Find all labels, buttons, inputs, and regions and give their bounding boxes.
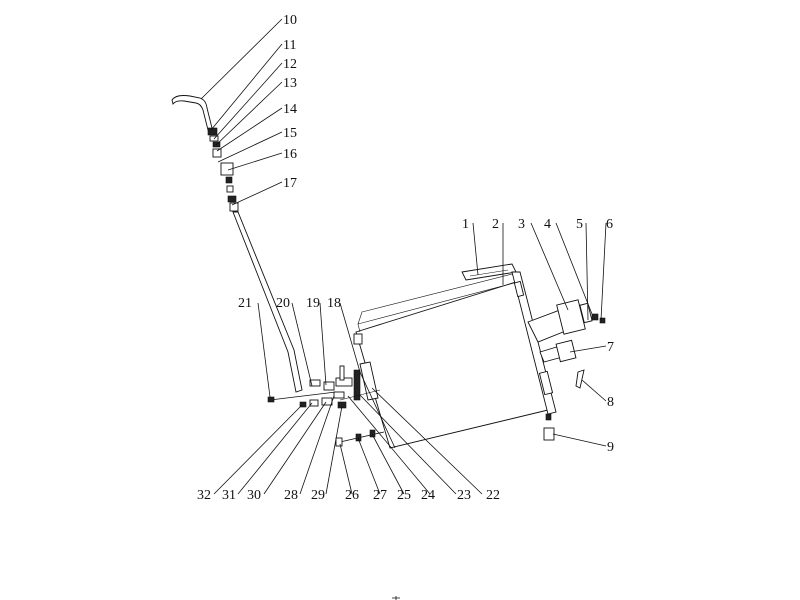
main-tank-body (353, 263, 557, 449)
lower-fittings (267, 365, 385, 447)
handle-rod-assembly (171, 95, 303, 393)
callout-21: 21 (238, 296, 252, 311)
callout-8: 8 (607, 395, 614, 410)
callout-13: 13 (283, 76, 297, 91)
callout-3: 3 (518, 217, 525, 232)
callout-31: 31 (222, 488, 236, 503)
callout-28: 28 (284, 488, 298, 503)
callout-5: 5 (576, 217, 583, 232)
callout-7: 7 (607, 340, 614, 355)
callout-20: 20 (276, 296, 290, 311)
callout-19: 19 (306, 296, 320, 311)
callout-15: 15 (283, 126, 297, 141)
motor-assembly (527, 299, 606, 441)
callout-27: 27 (373, 488, 387, 503)
callout-17: 17 (283, 176, 297, 191)
callout-labels: 10 11 12 13 14 15 16 17 1 2 3 4 5 6 7 8 … (197, 13, 614, 503)
callout-30: 30 (247, 488, 261, 503)
callout-22: 22 (486, 488, 500, 503)
callout-23: 23 (457, 488, 471, 503)
callout-25: 25 (397, 488, 411, 503)
callout-18: 18 (327, 296, 341, 311)
callout-16: 16 (283, 147, 297, 162)
callout-4: 4 (544, 217, 551, 232)
callout-9: 9 (607, 440, 614, 455)
callout-6: 6 (606, 217, 613, 232)
callout-32: 32 (197, 488, 211, 503)
leader-lines (200, 18, 607, 495)
callout-2: 2 (492, 217, 499, 232)
callout-12: 12 (283, 57, 297, 72)
callout-1: 1 (462, 217, 469, 232)
bottom-mark (392, 596, 400, 600)
callout-29: 29 (311, 488, 325, 503)
callout-14: 14 (283, 102, 297, 117)
callout-26: 26 (345, 488, 359, 503)
callout-11: 11 (283, 38, 296, 53)
callout-10: 10 (283, 13, 297, 28)
callout-24: 24 (421, 488, 435, 503)
